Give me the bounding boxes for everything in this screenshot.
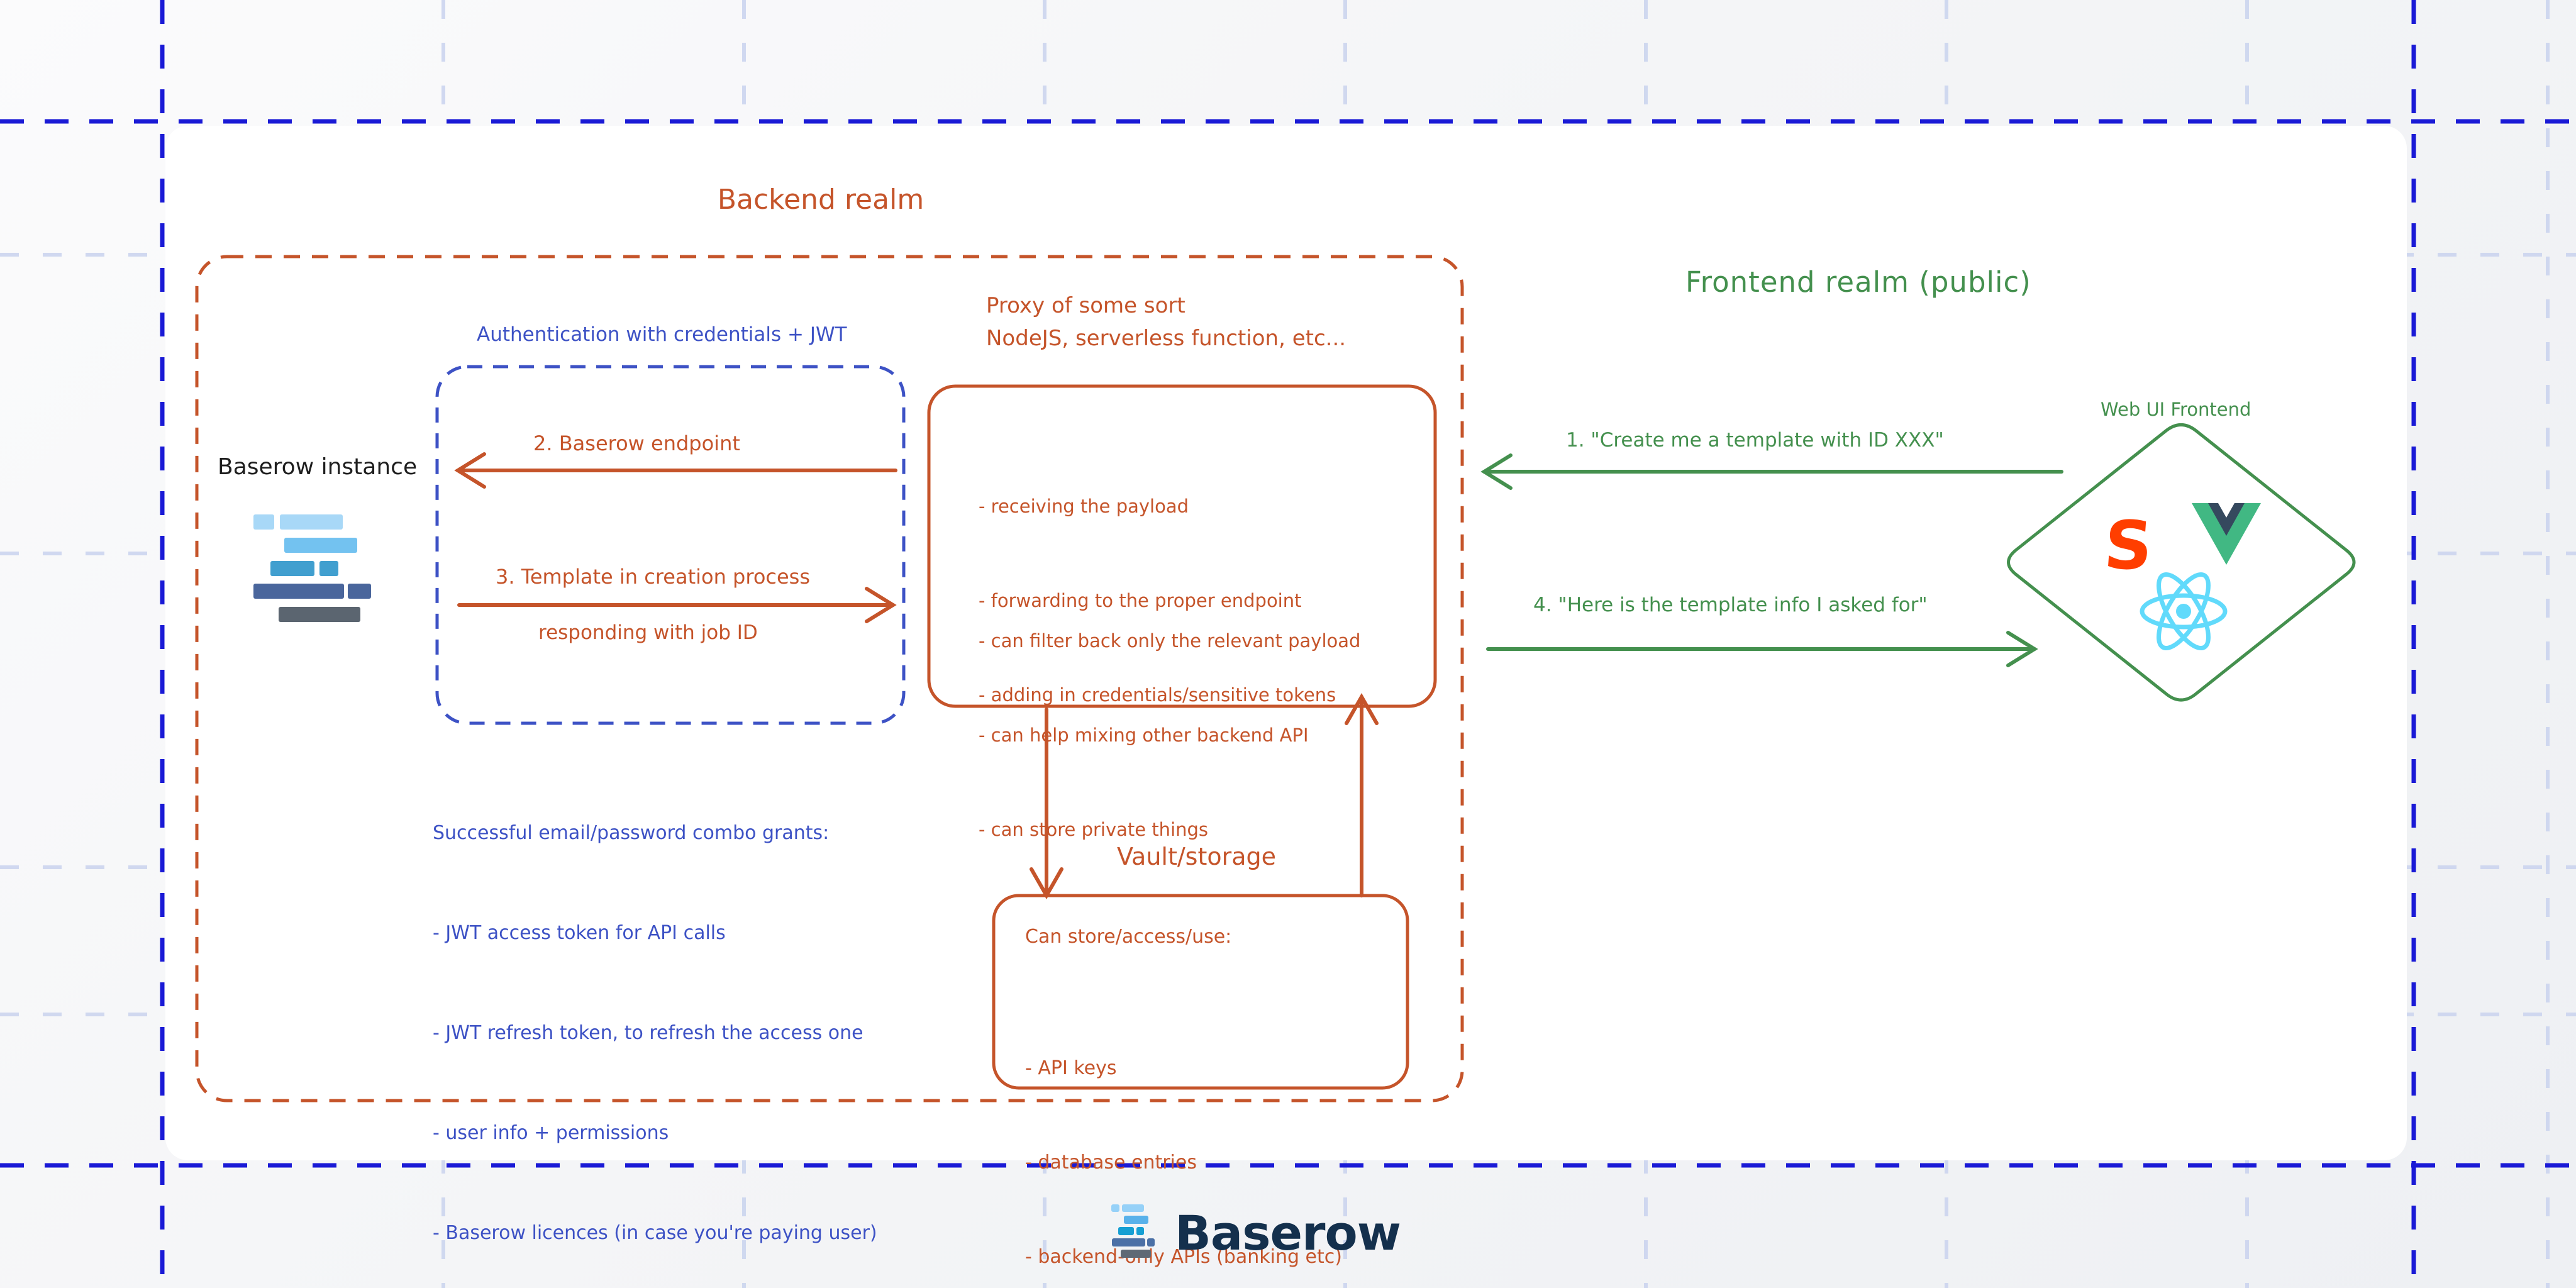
frontend-realm-title: Frontend realm (public) <box>1685 265 2031 299</box>
arrow-1-create-template <box>1480 453 2063 490</box>
proxy-capability: - receiving the payload <box>979 496 1189 517</box>
auth-note-line: - user info + permissions <box>433 1122 669 1144</box>
arrow-vault-to-proxy <box>1345 692 1379 897</box>
logo-bar <box>1147 1238 1155 1246</box>
logo-bar <box>1136 1227 1144 1235</box>
web-ui-diamond <box>2007 423 2356 702</box>
arrow-2-baserow-endpoint <box>454 452 897 489</box>
vault-item: - database entries <box>1025 1152 1197 1174</box>
proxy-capability: - adding in credentials/sensitive tokens <box>979 684 1336 706</box>
arrow-3-label: 3. Template in creation process <box>496 565 811 589</box>
logo-bar <box>1112 1238 1145 1246</box>
logo-bar <box>280 514 343 530</box>
auth-note-line: - Baserow licences (in case you're payin… <box>433 1222 877 1244</box>
logo-bar <box>279 607 360 622</box>
logo-bar <box>270 561 314 576</box>
logo-bar <box>1118 1227 1134 1235</box>
logo-bar <box>1122 1204 1144 1212</box>
arrow-4-template-info <box>1486 631 2038 667</box>
auth-note-line: Successful email/password combo grants: <box>433 822 830 844</box>
vault-title: Vault/storage <box>1117 843 1277 870</box>
proxy-capability: - can store private things <box>979 819 1209 840</box>
logo-bar <box>1121 1250 1151 1258</box>
web-ui-frontend-label: Web UI Frontend <box>2101 399 2251 420</box>
backend-realm-boundary <box>195 255 1464 1102</box>
proxy-capability: - can filter back only the relevant payl… <box>979 630 1361 652</box>
proxy-capability: - forwarding to the proper endpoint <box>979 590 1302 611</box>
proxy-box <box>927 384 1437 708</box>
arrow-4-label: 4. "Here is the template info I asked fo… <box>1533 594 1928 616</box>
auth-box-label: Authentication with credentials + JWT <box>477 323 847 346</box>
frame-panel <box>165 126 2407 1160</box>
logo-bar <box>348 584 371 599</box>
logo-bar <box>319 561 338 576</box>
auth-note-line: - JWT refresh token, to refresh the acce… <box>433 1022 863 1044</box>
vault-items: - API keys - database entries - backend-… <box>1025 990 1342 1288</box>
vault-box <box>992 894 1409 1090</box>
arrow-2-label: 2. Baserow endpoint <box>533 431 740 455</box>
baserow-instance-label: Baserow instance <box>218 454 418 480</box>
proxy-capability: - can help mixing other backend API <box>979 724 1309 746</box>
proxy-capabilities-top: - receiving the payload - forwarding to … <box>979 428 1336 774</box>
auth-flow-box <box>435 365 906 725</box>
proxy-capabilities-bottom: - can filter back only the relevant payl… <box>979 562 1360 908</box>
arrow-3-sublabel: responding with job ID <box>538 621 758 644</box>
svelte-logo: S <box>2101 507 2155 584</box>
proxy-title-line2: NodeJS, serverless function, etc... <box>986 326 1346 351</box>
react-logo <box>2140 572 2228 651</box>
proxy-title-line1: Proxy of some sort <box>986 293 1185 318</box>
logo-bar <box>253 584 344 599</box>
logo-bar <box>253 514 274 530</box>
auth-notes: Successful email/password combo grants: … <box>433 750 877 1288</box>
logo-bar <box>284 538 357 553</box>
vault-heading: Can store/access/use: <box>1025 926 1232 948</box>
arrow-3-template-creation <box>457 587 897 623</box>
arrow-proxy-to-vault <box>1030 708 1063 900</box>
logo-bar <box>1111 1204 1119 1212</box>
arrow-1-label: 1. "Create me a template with ID XXX" <box>1566 429 1944 452</box>
baserow-wordmark: Baserow <box>1175 1205 1401 1261</box>
logo-bar <box>1124 1216 1148 1224</box>
auth-note-line: - JWT access token for API calls <box>433 922 726 944</box>
vue-logo <box>2192 503 2261 565</box>
vault-item: - API keys <box>1025 1057 1117 1079</box>
backend-realm-title: Backend realm <box>717 184 924 216</box>
